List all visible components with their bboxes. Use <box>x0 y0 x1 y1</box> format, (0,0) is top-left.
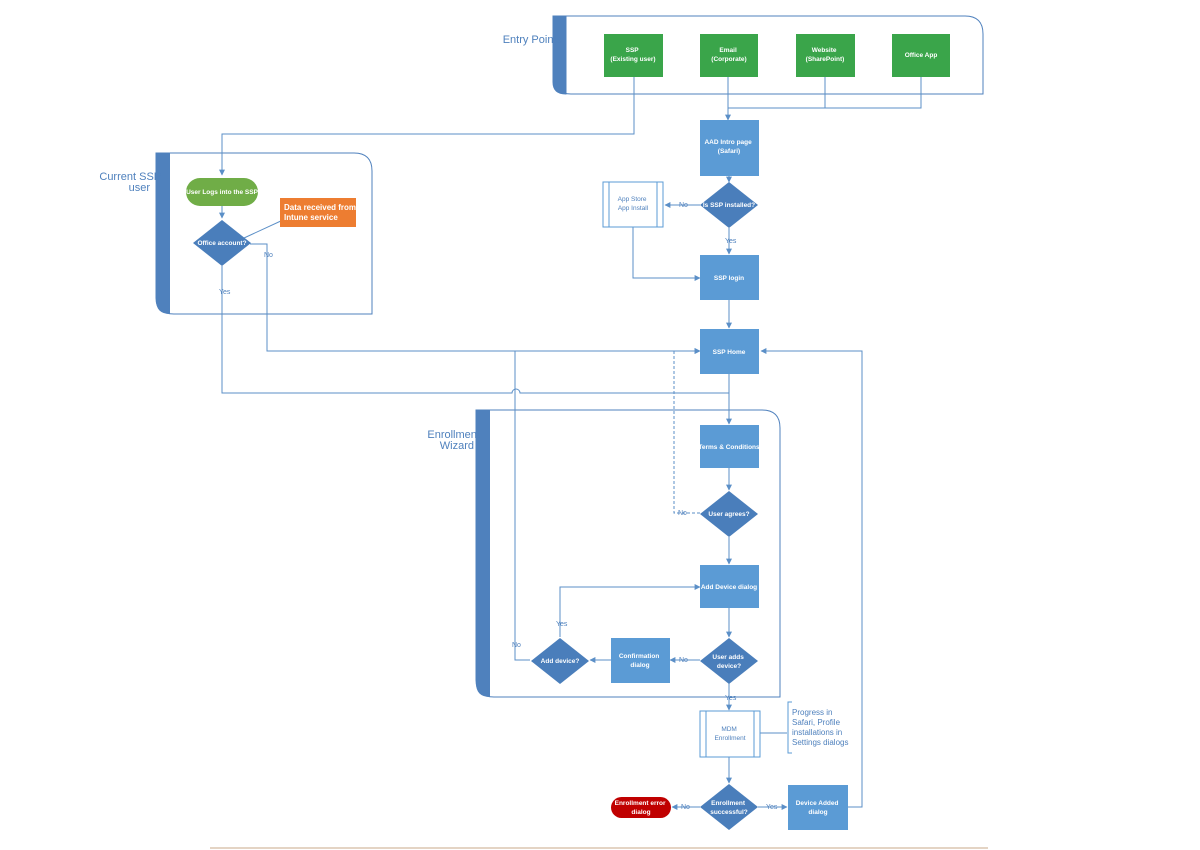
label-adds-no: No <box>679 657 688 664</box>
svg-text:Office account?: Office account? <box>197 240 246 247</box>
node-user-logs-into-ssp: User Logs into the SSP <box>186 178 259 206</box>
edge-office-no <box>250 243 701 354</box>
svg-text:User adds device?: User adds device? <box>712 654 745 670</box>
node-user-agrees: User agrees? <box>700 491 758 537</box>
note-progress-in-safari: Progress in Safari, Profile installation… <box>787 701 848 754</box>
node-data-received-intune: Data received from Intune service <box>280 198 358 227</box>
node-office-app: Office App <box>892 34 950 77</box>
node-office-account: Office account? <box>193 220 251 266</box>
node-aad-intro-page: AAD Intro page (Safari) <box>700 120 759 176</box>
edge-office-to-aad <box>825 77 922 109</box>
svg-text:Office App: Office App <box>905 52 938 59</box>
svg-text:MDM Enrollment: MDM Enrollment <box>714 726 745 742</box>
node-terms-conditions: Terms & Conditions <box>698 425 760 468</box>
label-enroll-no: No <box>681 804 690 811</box>
label-adddevice-yes: Yes <box>556 621 568 628</box>
label-adds-yes: Yes <box>725 695 737 702</box>
node-app-store-install: App Store App Install <box>602 181 664 228</box>
node-ssp-login: SSP login <box>700 255 759 300</box>
edge-labels: No Yes No Yes No No Yes Yes No No Yes <box>219 202 778 811</box>
svg-text:SSP login: SSP login <box>714 275 744 282</box>
node-confirmation-dialog: Confirmation dialog <box>611 638 670 683</box>
node-mdm-enrollment: MDM Enrollment <box>699 710 761 758</box>
label-adddevice-no: No <box>512 642 521 649</box>
lane-title-enrollment-wizard: Enrollment Wizard <box>427 429 483 452</box>
label-office-no: No <box>264 252 273 259</box>
label-office-yes: Yes <box>219 289 231 296</box>
label-enroll-yes: Yes <box>766 804 778 811</box>
svg-text:AAD Intro page (Safari): AAD Intro page (Safari) <box>704 139 753 155</box>
svg-text:Data received from Intun: Data received from Intune service <box>284 203 358 222</box>
node-ssp-home: SSP Home <box>700 329 759 374</box>
node-user-adds-device: User adds device? <box>700 638 758 684</box>
svg-text:SSP (Existing user): SSP (Existing user) <box>610 47 655 63</box>
label-installed-no: No <box>679 202 688 209</box>
label-agrees-no: No <box>678 510 687 517</box>
svg-text:Is SSP installed?: Is SSP installed? <box>703 202 755 209</box>
node-ssp-existing-user: SSP (Existing user) <box>604 34 663 77</box>
edge-agrees-no <box>673 348 701 514</box>
svg-text:User Logs into the SSP: User Logs into the SSP <box>186 189 259 196</box>
node-is-ssp-installed: Is SSP installed? <box>700 182 758 228</box>
svg-text:Enrollment error dialog: Enrollment error dialog <box>615 800 668 816</box>
edge-deviceadded-to-home <box>760 348 863 808</box>
edge-office-yes <box>221 266 732 425</box>
edge-adddevice-no <box>514 351 530 661</box>
svg-text:Website (SharePoint): Website (SharePoint) <box>806 47 845 63</box>
edge-appstore-to-login <box>632 227 701 281</box>
svg-text:Terms & Conditions: Terms & Conditions <box>698 444 760 451</box>
lane-title-entry-points: Entry Points <box>503 34 563 46</box>
svg-text:Device Added dialog: Device Added dialog <box>796 800 841 816</box>
svg-text:Progress in Safari, Prof: Progress in Safari, Profile installation… <box>792 708 848 747</box>
label-installed-yes: Yes <box>725 238 737 245</box>
connectors <box>219 77 922 810</box>
svg-text:Add device?: Add device? <box>541 658 580 665</box>
svg-text:Enrollment successful?: Enrollment successful? <box>710 800 748 816</box>
node-add-device-question: Add device? <box>531 638 589 684</box>
svg-text:SSP Home: SSP Home <box>713 349 746 356</box>
svg-text:Confirmation dialog: Confirmation dialog <box>619 653 661 669</box>
node-website-sharepoint: Website (SharePoint) <box>796 34 855 77</box>
node-enrollment-successful: Enrollment successful? <box>700 784 758 830</box>
node-device-added-dialog: Device Added dialog <box>788 785 848 830</box>
edge-adddevice-yes <box>559 584 701 637</box>
svg-text:User agrees?: User agrees? <box>708 511 749 518</box>
node-email-corporate: Email (Corporate) <box>700 34 758 77</box>
svg-text:Add Device dialog: Add Device dialog <box>701 584 757 591</box>
lane-title-current-ssp-user: Current SSP user <box>99 171 164 194</box>
svg-text:App Store App Install: App Store App Install <box>618 196 649 212</box>
node-enrollment-error-dialog: Enrollment error dialog <box>611 797 671 818</box>
svg-text:Email (Corporate): Email (Corporate) <box>711 47 746 63</box>
edge-ssp-to-login <box>219 77 635 176</box>
node-add-device-dialog: Add Device dialog <box>700 565 759 608</box>
edge-data-to-office <box>243 219 284 239</box>
lane-enrollment-wizard: Enrollment Wizard <box>427 409 781 698</box>
